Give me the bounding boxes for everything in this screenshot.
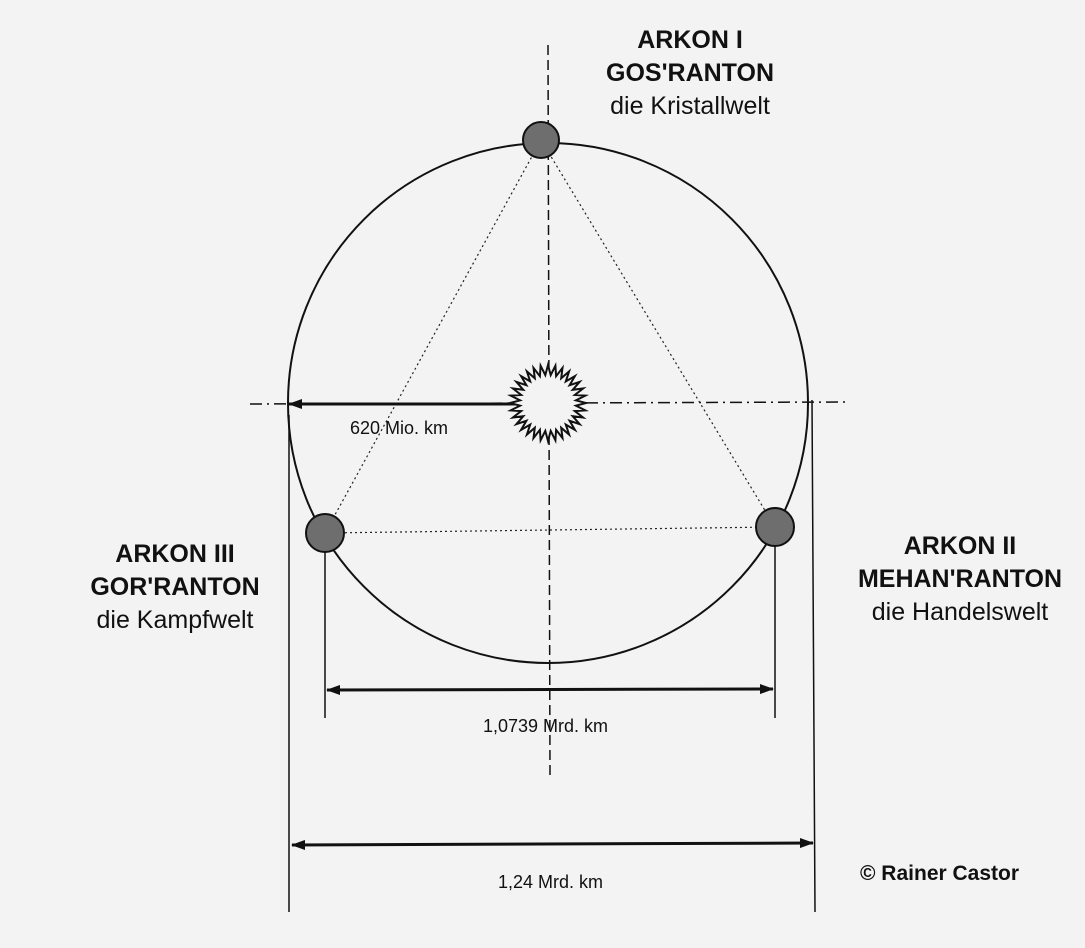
arkon-2-alias: MEHAN'RANTON <box>857 565 1063 593</box>
radius-label: 620 Mio. km <box>350 418 449 438</box>
arkon-1-desc: die Kristallwelt <box>610 92 770 120</box>
diameter-arrow <box>291 838 814 850</box>
arkon-2-desc: die Handelswelt <box>871 598 1049 626</box>
label-arkon-3: ARKON III GOR'RANTON die Kampfwelt <box>70 538 280 637</box>
planet-triangle <box>324 139 776 534</box>
label-arkon-2: ARKON II MEHAN'RANTON die Handelswelt <box>840 530 1080 629</box>
arkon-3-alias: GOR'RANTON <box>90 573 260 601</box>
arkon-3-desc: die Kampfwelt <box>96 606 254 634</box>
arkon-3-name: ARKON III <box>115 540 235 568</box>
chord-arrow <box>326 684 774 695</box>
sun-icon <box>506 361 590 445</box>
label-arkon-1: ARKON I GOS'RANTON die Kristallwelt <box>580 24 800 123</box>
extension-lines <box>288 399 816 913</box>
arkon-2-name: ARKON II <box>903 532 1017 560</box>
chord-label: 1,0739 Mrd. km <box>483 716 609 736</box>
arkon-1-alias: GOS'RANTON <box>606 59 774 87</box>
planet-arkon-2 <box>755 507 795 547</box>
planet-arkon-1 <box>522 121 560 159</box>
arkon-1-name: ARKON I <box>637 26 743 54</box>
copyright: © Rainer Castor <box>860 862 1020 885</box>
planet-arkon-3 <box>305 513 345 553</box>
diameter-label: 1,24 Mrd. km <box>498 872 604 892</box>
